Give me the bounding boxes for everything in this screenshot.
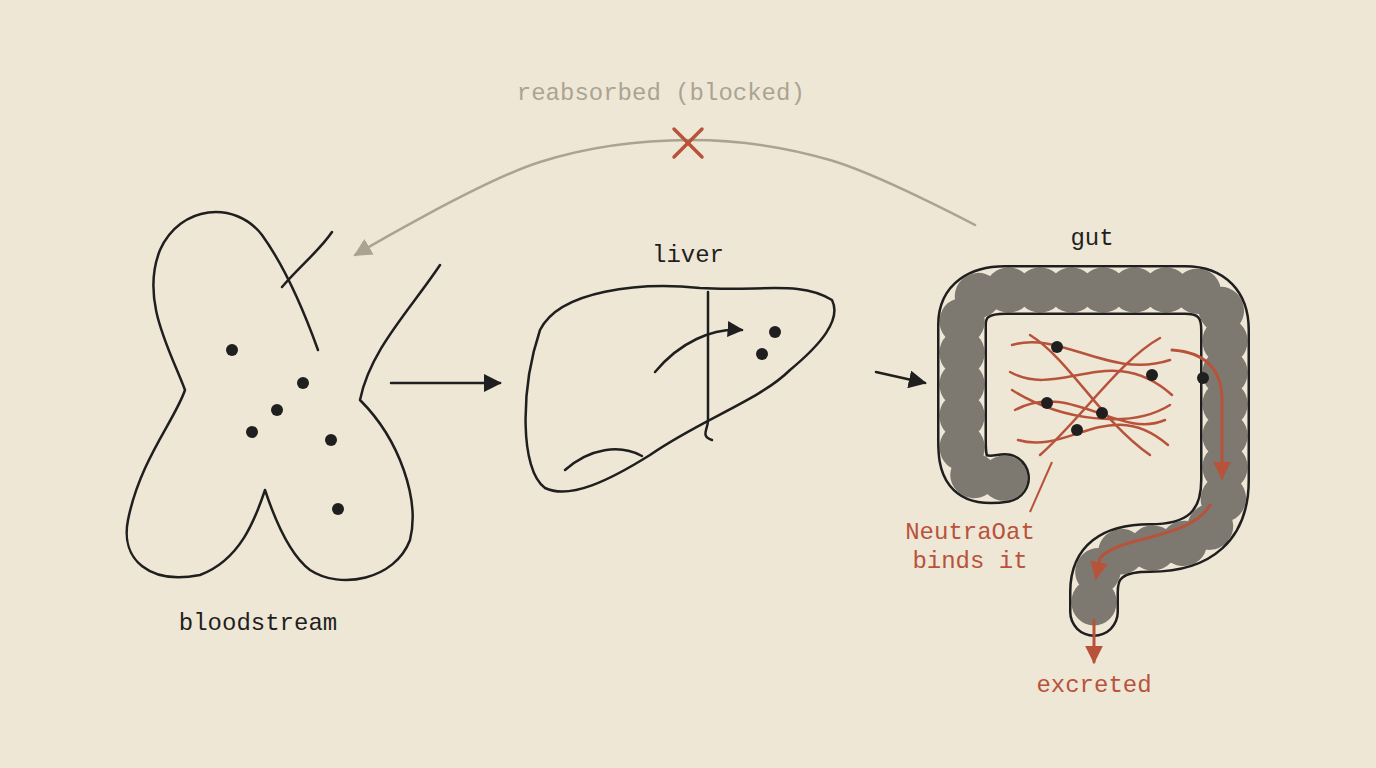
liver-details [565,292,742,470]
reabsorption-arc [355,140,975,255]
liver-particles [756,326,781,360]
edge-label: reabsorbed (blocked) [513,80,809,109]
node-label: gut [1066,225,1117,254]
node-label: liver [648,242,728,271]
outline [500,240,876,500]
flow-arrow [391,382,500,385]
blood-particles [226,344,344,515]
outcome-label: excreted [984,672,1204,701]
outline [925,225,1259,645]
label-holder: excreted [984,672,1204,701]
flow-arrow [876,372,925,383]
gut-shape: gut [925,225,1259,645]
flow-arrows [1094,350,1222,662]
bloodstream-shape: bloodstream [125,255,391,645]
leader-line [1030,462,1052,512]
gut-particles [1041,341,1209,436]
outline [125,255,391,645]
blocked-mark [674,129,702,157]
node-label: bloodstream [175,610,341,639]
outline-stroke [526,286,835,491]
label-holder: NeutraOat binds it [900,519,1040,577]
oat-fibres [1010,335,1172,455]
outline-stroke [127,212,440,580]
edge-label-holder: reabsorbed (blocked) [513,80,809,109]
outline-stroke [282,232,332,287]
liver-shape: liver [500,240,876,500]
callout-note: NeutraOat binds it [900,519,1040,577]
